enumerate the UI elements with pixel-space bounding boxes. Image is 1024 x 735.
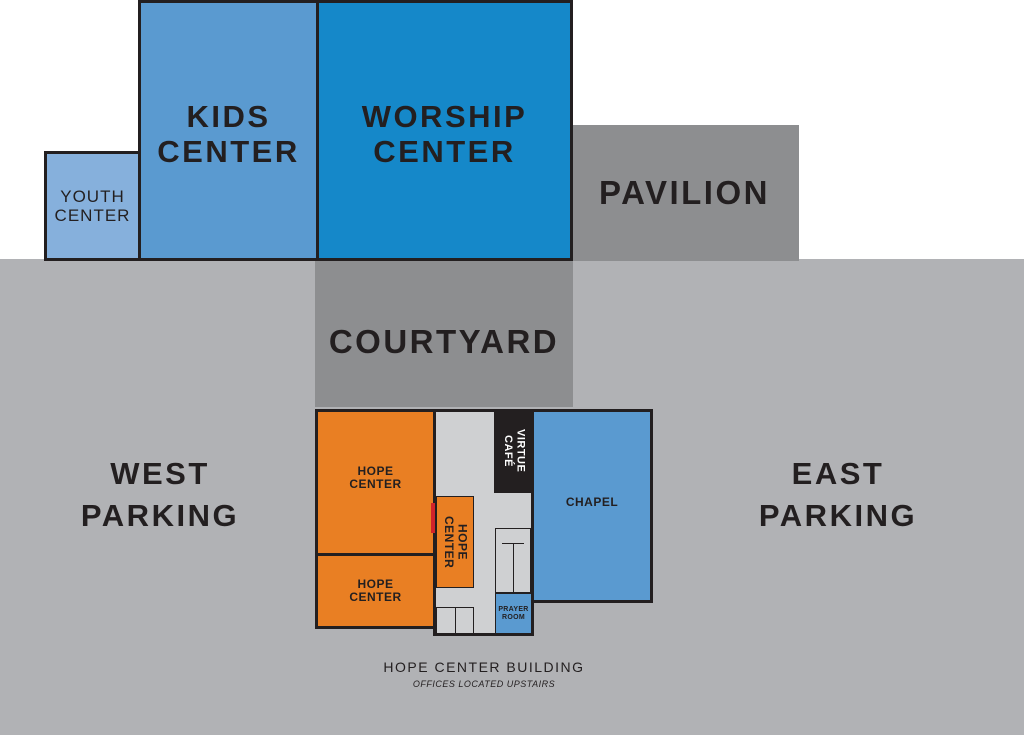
courtyard-area[interactable]: COURTYARD — [315, 259, 573, 407]
youth-center-label: YOUTH CENTER — [54, 186, 131, 225]
west-parking-label: WEST PARKING — [80, 456, 240, 533]
kids-center-label: KIDS CENTER — [157, 99, 300, 169]
pavilion-label: PAVILION — [599, 173, 770, 211]
chapel-room[interactable]: CHAPEL — [531, 409, 653, 603]
kids-center-building[interactable]: KIDS CENTER — [138, 0, 319, 261]
east-parking-label: EAST PARKING — [758, 456, 918, 533]
youth-center-building[interactable]: YOUTH CENTER — [44, 151, 141, 261]
virtue-cafe-room[interactable]: VIRTUE CAFÉ — [494, 409, 534, 493]
chapel-label: CHAPEL — [565, 495, 619, 510]
storage-room-divider — [455, 607, 456, 633]
hope-center-label-lower: HOPE CENTER — [349, 576, 402, 604]
prayer-room-label: PRAYER ROOM — [498, 605, 529, 621]
hope-center-label-small: HOPE CENTER — [442, 515, 470, 569]
hope-center-room-lower[interactable]: HOPE CENTER — [315, 553, 436, 629]
east-parking-area[interactable]: EAST PARKING — [718, 435, 958, 555]
stairs-line-mid — [513, 543, 514, 593]
hope-center-room-small[interactable]: HOPE CENTER — [436, 496, 474, 588]
worship-center-building[interactable]: WORSHIP CENTER — [316, 0, 573, 261]
hope-center-room-upper[interactable]: HOPE CENTER — [315, 409, 436, 557]
door-marker — [431, 503, 435, 533]
building-caption: HOPE CENTER BUILDING OFFICES LOCATED UPS… — [334, 659, 634, 689]
pavilion-area[interactable]: PAVILION — [570, 125, 799, 261]
prayer-room[interactable]: PRAYER ROOM — [495, 593, 532, 634]
offices-upstairs-note: OFFICES LOCATED UPSTAIRS — [412, 678, 556, 689]
worship-center-label: WORSHIP CENTER — [361, 99, 528, 169]
courtyard-label: COURTYARD — [328, 322, 560, 360]
hope-center-building-title: HOPE CENTER BUILDING — [383, 659, 585, 675]
virtue-cafe-label: VIRTUE CAFÉ — [502, 429, 527, 473]
west-parking-area[interactable]: WEST PARKING — [40, 435, 280, 555]
hope-center-label-upper: HOPE CENTER — [349, 463, 402, 491]
